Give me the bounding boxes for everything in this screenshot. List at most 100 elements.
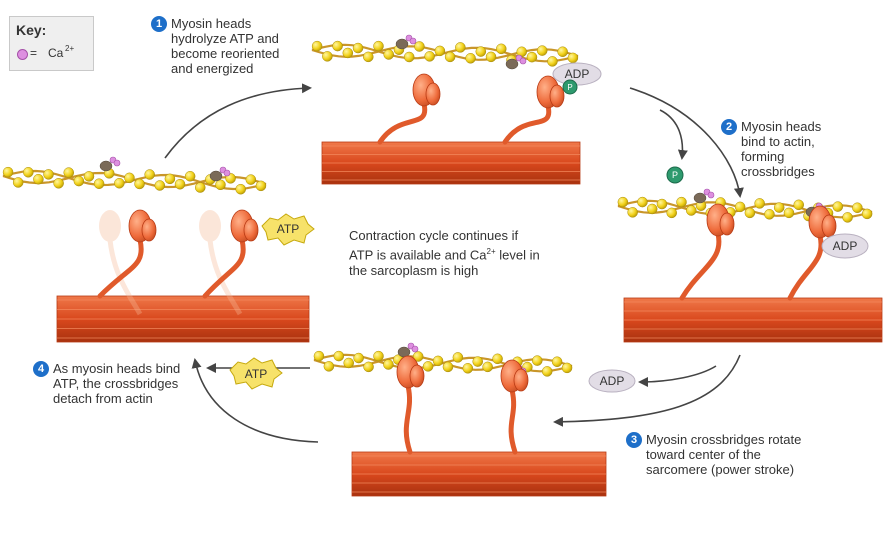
actin-bead — [333, 350, 345, 362]
phosphate-panel-1: P — [562, 79, 578, 95]
actin-bead — [764, 209, 775, 220]
actin-bead — [832, 201, 844, 212]
actin-bead — [134, 178, 145, 190]
key-ion-charge: 2+ — [65, 44, 75, 53]
troponin-complex — [397, 342, 419, 358]
actin-bead — [342, 47, 354, 59]
actin-bead — [373, 350, 384, 362]
myosin-head-ghost — [99, 210, 143, 316]
myosin-head-globule — [719, 212, 735, 236]
center-note-line-2: ATP is available and Ca2+ level in — [349, 244, 569, 263]
myosin-head-globule — [409, 364, 425, 388]
step-1-text: Myosin heads hydrolyze ATP and become re… — [171, 16, 280, 76]
actin-bead — [434, 45, 446, 57]
troponin-complex — [99, 156, 121, 172]
actin-bead — [686, 205, 697, 216]
atp-label-released: ATP — [245, 367, 267, 381]
actin-bead — [12, 177, 24, 188]
calcium-ion-icon — [17, 49, 28, 60]
myosin-head — [377, 73, 441, 145]
actin-bead — [861, 208, 873, 220]
actin-bead — [215, 179, 226, 191]
step-3-badge: 3 — [626, 432, 642, 448]
center-note-line-2a: ATP is available and Ca — [349, 247, 487, 263]
actin-bead — [184, 170, 196, 182]
myosin-head-globule — [549, 84, 565, 108]
actin-bead — [452, 352, 464, 363]
center-note-ion-charge: 2+ — [486, 247, 496, 256]
myosin-head-globule — [513, 368, 529, 392]
actin-bead — [455, 42, 466, 53]
actin-bead — [343, 357, 354, 369]
actin-bead — [2, 166, 14, 178]
center-note-line-1: Contraction cycle continues if — [349, 228, 519, 243]
myosin-head-ghost — [199, 210, 243, 316]
step-3-text: Myosin crossbridges rotate toward center… — [646, 432, 802, 477]
adp-ellipse-released: ADP — [588, 369, 636, 393]
actin-bead — [383, 359, 394, 370]
actin-bead — [424, 51, 435, 62]
step-1-badge: 1 — [151, 16, 167, 32]
actin-bead — [114, 177, 125, 189]
actin-bead — [557, 46, 568, 57]
arrow-2-to-3 — [553, 354, 741, 427]
phosphate-label-released: P — [672, 170, 678, 180]
myosin-head — [396, 355, 425, 455]
actin-bead — [353, 352, 364, 364]
panel-step-4 — [2, 156, 310, 343]
actin-bead — [793, 199, 804, 211]
adp-label-panel-2: ADP — [833, 239, 858, 253]
key-ion-label: Ca — [48, 46, 64, 60]
adp-label-panel-1: ADP — [565, 67, 590, 81]
calcium-ion — [707, 191, 715, 199]
actin-bead — [444, 51, 456, 63]
step-4-text: As myosin heads bind ATP, the crossbridg… — [53, 361, 181, 406]
actin-bead — [412, 351, 424, 362]
actin-bead — [754, 198, 765, 209]
actin-bead — [536, 45, 548, 56]
actin-bead — [496, 43, 507, 55]
adp-ellipse-panel-2: ADP — [821, 233, 869, 259]
myosin-head-globule — [141, 218, 157, 242]
actin-bead — [551, 356, 563, 367]
atp-label-panel-4: ATP — [277, 222, 299, 236]
actin-bead — [83, 171, 95, 182]
myosin-neck — [403, 383, 413, 455]
actin-bead — [323, 361, 335, 372]
center-note-line-2b: level in — [495, 247, 540, 263]
myosin-head — [202, 209, 259, 299]
actin-bead — [245, 174, 257, 185]
myosin-head-globule — [425, 82, 441, 106]
actin-bead — [422, 361, 434, 372]
thick-filament — [321, 141, 581, 185]
actin-bead — [23, 167, 34, 178]
myosin-head — [97, 209, 157, 299]
thin-filament-actin — [311, 40, 579, 67]
arrow-1-to-2 — [629, 87, 744, 198]
actin-bead — [485, 51, 497, 63]
actin-bead — [144, 169, 155, 180]
actin-bead — [63, 167, 74, 178]
calcium-ion — [223, 169, 231, 177]
actin-bead — [311, 40, 323, 52]
myosin-head-globule — [243, 218, 259, 242]
myosin-head — [502, 75, 565, 145]
panel-step-1 — [311, 34, 581, 185]
actin-bead — [332, 40, 343, 52]
step-4-badge: 4 — [33, 361, 49, 377]
cycle-arrows — [164, 83, 744, 443]
myosin-neck — [202, 237, 246, 299]
actin-bead — [432, 355, 444, 367]
actin-bead — [734, 201, 746, 213]
actin-bead — [744, 207, 756, 219]
myosin-head — [500, 359, 529, 455]
atp-burst-panel-4: ATP — [261, 213, 315, 246]
myosin-neck — [787, 233, 824, 301]
actin-bead — [475, 46, 487, 57]
adp-ellipse-panel-1: ADP — [552, 62, 602, 86]
actin-bead — [852, 202, 863, 213]
